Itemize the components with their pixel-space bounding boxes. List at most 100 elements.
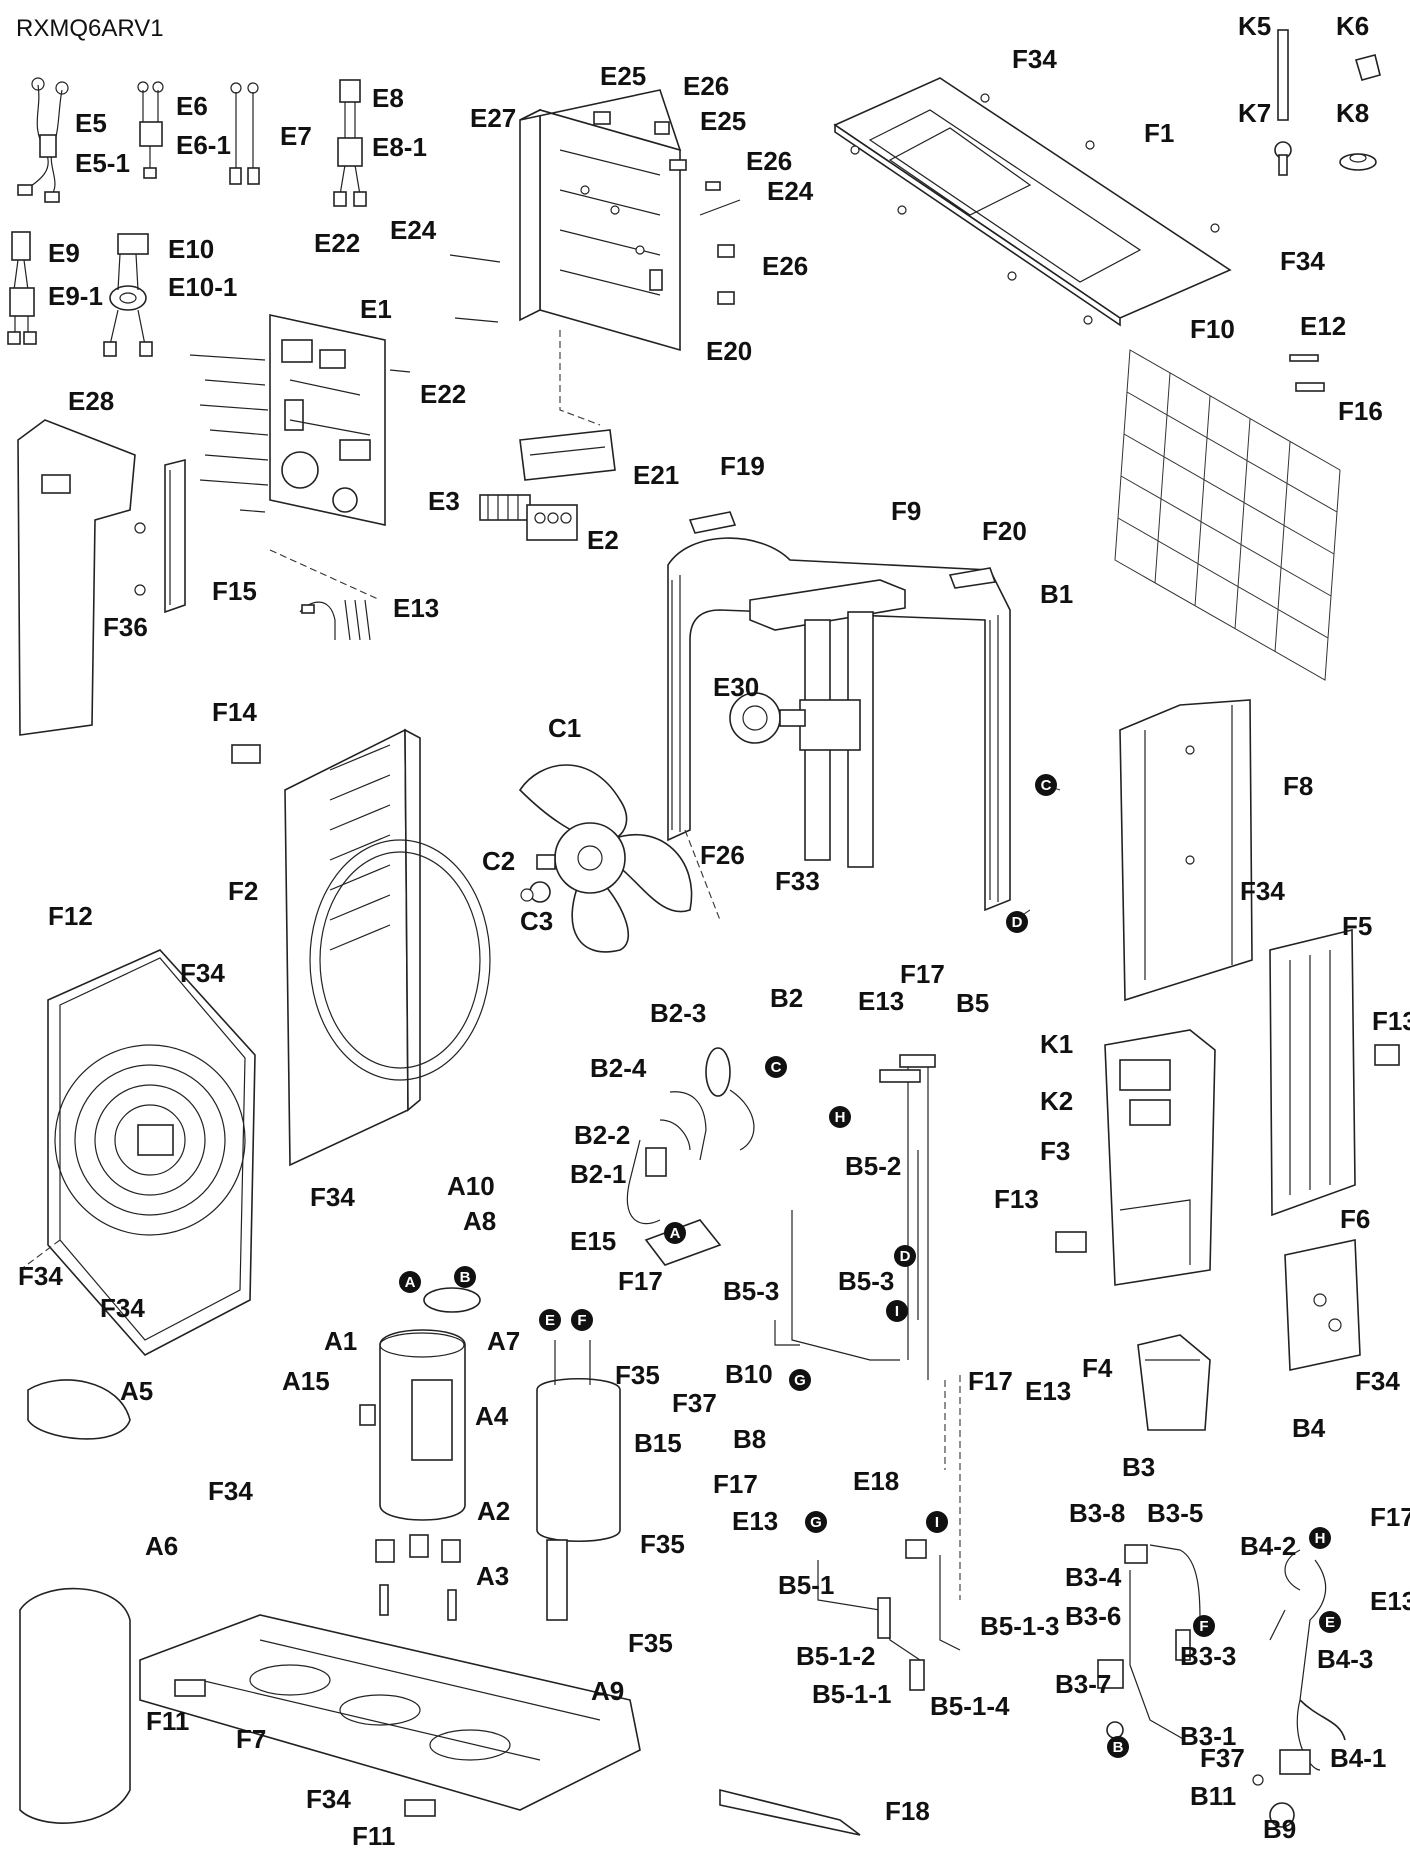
cable-ties-e24 <box>449 199 741 323</box>
callout-b9: B9 <box>1263 1814 1296 1844</box>
callout-e13c: E13 <box>1025 1376 1071 1406</box>
connection-marker-a: A <box>664 1222 686 1244</box>
callout-e30: E30 <box>713 672 759 702</box>
callout-f16: F16 <box>1338 396 1383 426</box>
callout-b8: B8 <box>733 1424 766 1454</box>
callout-k8: K8 <box>1336 98 1369 128</box>
svg-text:G: G <box>810 1514 822 1531</box>
callout-e26b: E26 <box>746 146 792 176</box>
pads-f19-f20 <box>688 511 997 589</box>
callout-k7: K7 <box>1238 98 1271 128</box>
callout-e13e: E13 <box>1370 1586 1410 1616</box>
callout-e13d: E13 <box>732 1506 778 1536</box>
callout-f17b: F17 <box>618 1266 663 1296</box>
wiring-harness-e10 <box>103 233 153 357</box>
compressor-mounts-a2-a3 <box>375 1534 461 1621</box>
motor-support-f9 <box>749 579 906 868</box>
callout-e6: E6 <box>176 91 208 121</box>
callout-f37a: F37 <box>672 1388 717 1418</box>
sound-insulation-a5-a6 <box>19 1379 131 1824</box>
connection-marker-g: G <box>789 1369 811 1391</box>
connection-marker-d: D <box>1006 911 1028 933</box>
callout-b3-8: B3-8 <box>1069 1498 1125 1528</box>
callout-e12: E12 <box>1300 311 1346 341</box>
callout-c1: C1 <box>548 713 581 743</box>
callout-e13b: E13 <box>858 986 904 1016</box>
wiring-harness-e5 <box>17 77 69 203</box>
callout-f11b: F11 <box>352 1821 395 1851</box>
inspection-door-f13 <box>1055 1044 1400 1253</box>
handle-f14 <box>231 744 261 764</box>
callout-k6: K6 <box>1336 11 1369 41</box>
callout-f18: F18 <box>885 1796 930 1826</box>
connection-marker-g: G <box>805 1511 827 1533</box>
callout-b3-4: B3-4 <box>1065 1562 1122 1592</box>
callout-e5-1: E5-1 <box>75 148 130 178</box>
connection-marker-i: I <box>926 1511 948 1533</box>
callout-a15: A15 <box>282 1366 330 1396</box>
callout-a5: A5 <box>120 1376 153 1406</box>
callout-e7: E7 <box>280 121 312 151</box>
connection-marker-a: A <box>399 1271 421 1293</box>
callout-f17d: F17 <box>713 1469 758 1499</box>
callout-e28: E28 <box>68 386 114 416</box>
callout-f3: F3 <box>1040 1136 1070 1166</box>
clamps-e12-f16 <box>1289 354 1325 392</box>
callout-f17c: F17 <box>968 1366 1013 1396</box>
callout-b5-1-4: B5-1-4 <box>930 1691 1010 1721</box>
callout-f34f: F34 <box>18 1261 63 1291</box>
connection-marker-i: I <box>886 1300 908 1322</box>
four-way-valve-piping-b2 <box>626 1047 755 1266</box>
piping-b5 <box>774 1054 936 1380</box>
connection-marker-b: B <box>1107 1736 1129 1758</box>
callout-e25a: E25 <box>600 61 646 91</box>
connection-marker-f: F <box>1193 1615 1215 1637</box>
callout-e13a: E13 <box>393 593 439 623</box>
connection-marker-h: H <box>829 1106 851 1128</box>
front-panel-f2 <box>284 728 491 1167</box>
callout-f7: F7 <box>236 1724 266 1754</box>
callout-b3-7: B3-7 <box>1055 1669 1111 1699</box>
callout-a6: A6 <box>145 1531 178 1561</box>
callout-b15: B15 <box>634 1428 682 1458</box>
callout-a1: A1 <box>324 1326 357 1356</box>
callout-b4: B4 <box>1292 1413 1326 1443</box>
callout-e24a: E24 <box>390 215 437 245</box>
callout-f34i: F34 <box>208 1476 253 1506</box>
callout-k1: K1 <box>1040 1029 1073 1059</box>
model-number: RXMQ6ARV1 <box>16 15 164 42</box>
service-cover-f3 <box>1104 1029 1216 1286</box>
callout-b11: B11 <box>1190 1781 1236 1811</box>
callout-f34c: F34 <box>1240 876 1285 906</box>
wiring-harness-e9 <box>7 231 37 345</box>
callout-f17a: F17 <box>900 959 945 989</box>
callout-e22a: E22 <box>314 228 360 258</box>
svg-text:F: F <box>577 1312 586 1329</box>
callout-e9: E9 <box>48 238 80 268</box>
callout-b4-2: B4-2 <box>1240 1531 1296 1561</box>
callout-e8: E8 <box>372 83 404 113</box>
callout-e6-1: E6-1 <box>176 130 231 160</box>
support-bracket-f15 <box>134 458 186 614</box>
callout-e21: E21 <box>633 460 679 490</box>
callout-b3-1: B3-1 <box>1180 1721 1236 1751</box>
callout-b2-1: B2-1 <box>570 1159 626 1189</box>
callout-b3-3: B3-3 <box>1180 1641 1236 1671</box>
thermistor-harness-e13 <box>299 599 371 641</box>
wiring-harness-e7 <box>229 82 260 185</box>
callout-k5: K5 <box>1238 11 1271 41</box>
callout-k2: K2 <box>1040 1086 1073 1116</box>
callout-b1: B1 <box>1040 579 1073 609</box>
callout-e10: E10 <box>168 234 214 264</box>
fan-nut-washer-c2-c3 <box>520 854 556 902</box>
callout-b5-1: B5-1 <box>778 1570 834 1600</box>
callout-f35c: F35 <box>628 1628 673 1658</box>
connection-marker-c: C <box>1035 774 1057 796</box>
callout-f36: F36 <box>103 612 148 642</box>
callout-f6: F6 <box>1340 1204 1370 1234</box>
callout-b3-5: B3-5 <box>1147 1498 1203 1528</box>
callout-b3: B3 <box>1122 1452 1155 1482</box>
callout-f2: F2 <box>228 876 258 906</box>
callout-b4-3: B4-3 <box>1317 1644 1373 1674</box>
callout-b2-4: B2-4 <box>590 1053 647 1083</box>
